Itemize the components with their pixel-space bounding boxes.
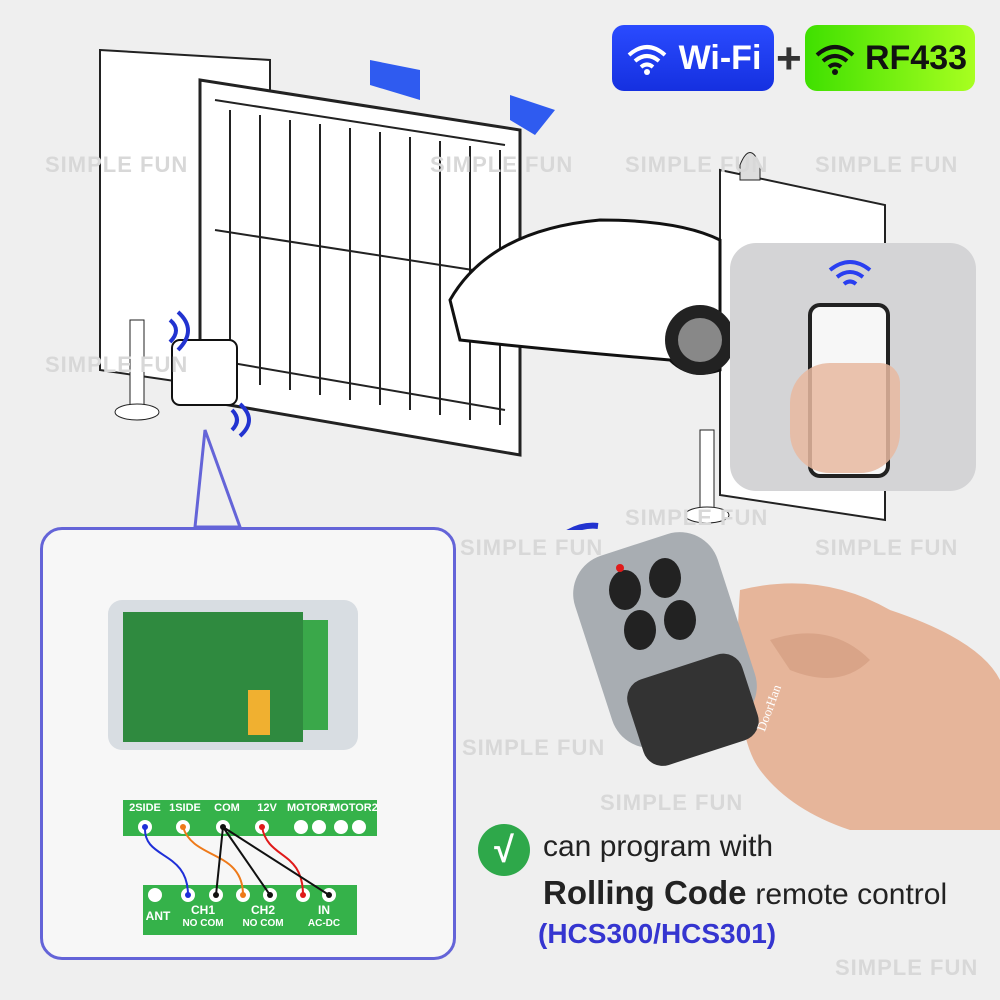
terminal-sublabel: AC-DC [307,918,341,929]
terminal-label: IN [318,903,330,917]
rf433-badge: RF433 [805,25,975,91]
signal-icon [230,402,251,438]
supported-models: (HCS300/HCS301) [538,918,777,949]
feature-line-2: Rolling Code remote control [543,874,947,912]
rf433-label: RF433 [864,38,968,77]
wifi-icon [627,45,666,75]
remote-in-hand [573,532,1000,830]
wifi-icon [815,45,855,75]
watermark: SIMPLE FUN [835,955,979,980]
receiver-case [108,600,358,750]
led-indicator [616,564,624,572]
terminal-label: COM [214,802,240,814]
phone-app-panel [730,243,976,491]
terminal-label: ANT [145,909,171,923]
hand [790,363,900,473]
circuit-board [123,612,303,742]
plus-sign: + [776,34,802,83]
signal-icon [168,310,190,352]
relay [248,690,270,735]
remote-buttons [609,558,696,650]
wifi-badge: Wi-Fi [612,25,774,91]
feature-line-1: can program with [543,830,774,863]
rolling-code-label: Rolling Code [543,874,747,911]
terminal-label: CH2 [250,903,275,917]
terminal-label: MOTOR1 [287,802,334,814]
terminal-sublabel: NO COM [182,918,224,929]
terminal-label: 1SIDE [169,802,201,814]
check-icon: √ [478,824,530,876]
wiring-diagram [138,820,366,902]
arrow-right-icon [510,95,555,135]
signal-icon [566,522,599,530]
terminal-label: 12V [257,802,277,814]
arrow-left-icon [370,60,420,100]
screw-terminal [303,620,328,730]
top-terminal-block: 2SIDE 1SIDE COM 12V MOTOR1 MOTOR2 [123,800,378,836]
wifi-label: Wi-Fi [678,38,762,77]
receiver-wiring-inset: 2SIDE 1SIDE COM 12V MOTOR1 MOTOR2 ANT CH… [40,527,456,960]
terminal-label: 2SIDE [129,802,161,814]
remote-control-label: remote control [755,878,948,911]
terminal-label: CH1 [190,903,215,917]
wifi-icon [828,260,872,286]
bottom-terminal-block: ANT CH1 NO COM CH2 NO COM IN AC-DC [143,885,357,935]
terminal-label: MOTOR2 [331,802,378,814]
terminal-sublabel: NO COM [242,918,284,929]
